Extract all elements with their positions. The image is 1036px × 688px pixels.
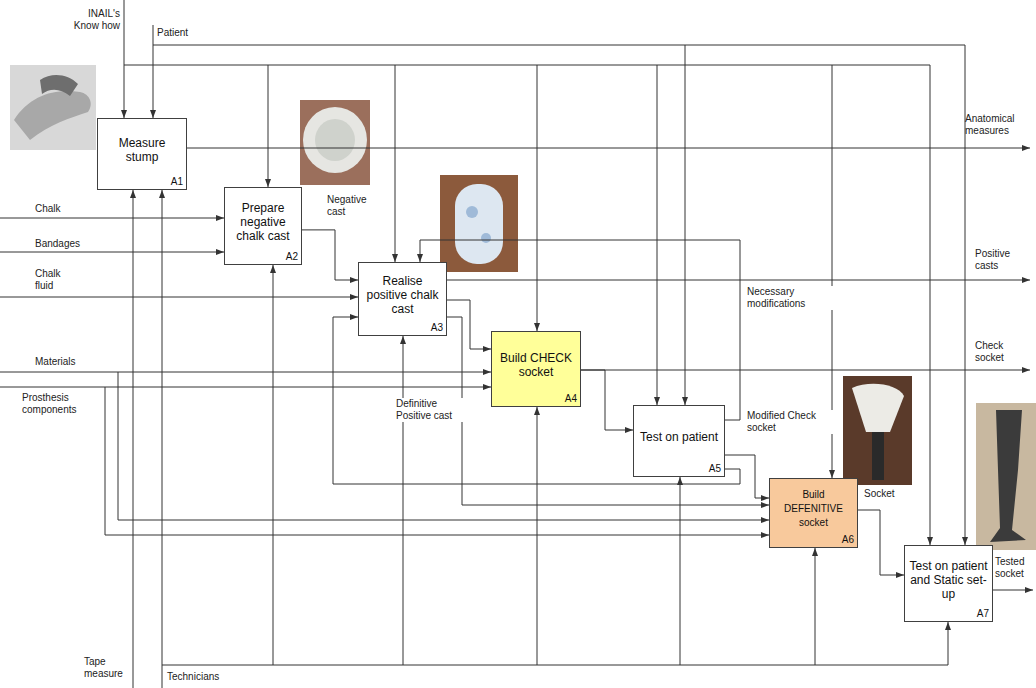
control-arrow xyxy=(395,65,396,262)
process-box: Prepare negative chalk castA2 xyxy=(224,187,302,265)
arrow-label: Materials xyxy=(35,356,95,368)
connector-label: Necessary modifications xyxy=(745,286,833,310)
flow-arrow xyxy=(447,300,491,349)
connector-label: Definitive Positive cast xyxy=(394,398,464,422)
dish-hollow xyxy=(315,119,355,161)
input-arrow xyxy=(105,387,769,535)
leg-shape xyxy=(990,410,1026,542)
stump-photo xyxy=(10,65,96,150)
flow-arrow xyxy=(302,230,358,280)
arrow-label: Check socket xyxy=(975,340,1031,364)
flow-arrow xyxy=(725,455,769,498)
control-arrow xyxy=(537,65,538,331)
arrow-label: Technicians xyxy=(167,671,237,683)
connector-label: Socket xyxy=(862,488,910,500)
output-arrow xyxy=(993,590,1033,591)
hand-shape xyxy=(40,75,78,96)
control-arrow xyxy=(657,65,658,405)
input-arrow xyxy=(0,387,491,388)
socket-shape xyxy=(852,384,904,432)
process-box: Test on patient and Static set-upA7 xyxy=(904,545,993,622)
photo-ground xyxy=(440,175,518,272)
control-arrow xyxy=(153,45,965,545)
arrow-label: Prosthesis components xyxy=(22,392,102,416)
activity-number: A5 xyxy=(709,463,721,475)
photo-ground xyxy=(300,100,370,185)
connector-label: Negative cast xyxy=(325,194,381,218)
activity-number: A1 xyxy=(171,176,183,188)
control-arrow xyxy=(153,25,154,118)
connector-label: Modified Check socket xyxy=(745,410,833,434)
activity-number: A2 xyxy=(286,251,298,263)
activity-number: A3 xyxy=(431,322,443,334)
mechanism-arrow xyxy=(162,190,163,688)
prosthesis-leg-photo xyxy=(976,403,1036,550)
arrow-label: Chalk xyxy=(35,203,95,215)
process-box: Realise positive chalk castA3 xyxy=(358,262,447,336)
process-label: Realise positive chalk cast xyxy=(359,272,446,326)
process-box: Measure stumpA1 xyxy=(97,118,187,190)
arrow-label: Bandages xyxy=(35,238,95,250)
control-arrow xyxy=(124,65,930,545)
photo-ground xyxy=(10,65,96,150)
process-label: Measure stump xyxy=(98,134,186,174)
arrow-label: Anatomical measures xyxy=(965,113,1031,137)
process-box: Test on patientA5 xyxy=(633,405,725,477)
mechanism-arrow xyxy=(537,407,538,665)
activity-number: A7 xyxy=(977,608,989,620)
photo-ground xyxy=(843,376,912,485)
output-arrow xyxy=(187,148,1030,149)
socket-photo xyxy=(843,376,912,485)
dish-shape xyxy=(303,107,367,173)
process-label: Test on patient and Static set-up xyxy=(905,557,992,611)
process-box: Build CHECK socketA4 xyxy=(491,331,581,407)
control-arrow xyxy=(685,45,686,405)
flow-arrow xyxy=(581,370,633,430)
arrow-label: Tested socket xyxy=(995,556,1035,580)
arrow-label: Chalk fluid xyxy=(35,268,75,292)
input-arrow xyxy=(118,372,769,520)
flow-arrow xyxy=(333,317,740,484)
stump-shape xyxy=(14,91,91,140)
cast-shape xyxy=(455,184,503,264)
activity-number: A4 xyxy=(565,393,577,405)
flow-arrow xyxy=(858,510,904,575)
mechanism-arrow xyxy=(162,622,948,665)
mechanism-arrow xyxy=(133,190,134,688)
arrow-label: Tape measure xyxy=(84,656,130,680)
pylon-shape xyxy=(872,432,884,480)
activity-number: A6 xyxy=(842,534,854,546)
input-arrow xyxy=(0,297,358,298)
process-label: Build CHECK socket xyxy=(492,349,580,389)
output-arrow xyxy=(447,280,1030,281)
input-arrow xyxy=(0,218,224,219)
arrow-label: INAIL's Know how xyxy=(70,8,120,32)
mechanism-arrow xyxy=(273,265,274,665)
process-label: Build DEFENITIVE socket xyxy=(770,486,857,540)
negative-cast-photo xyxy=(300,100,370,185)
input-arrow xyxy=(0,372,491,373)
control-arrow xyxy=(124,0,125,118)
process-box: Build DEFENITIVE socketA6 xyxy=(769,478,858,548)
control-arrow xyxy=(268,65,269,187)
input-arrow xyxy=(0,252,224,253)
arrow-label: Positive casts xyxy=(975,248,1031,272)
photo-ground xyxy=(976,403,1036,550)
cast-spot xyxy=(466,206,478,218)
arrow-label: Patient xyxy=(157,27,217,39)
mechanism-arrow xyxy=(815,548,816,665)
process-label: Prepare negative chalk cast xyxy=(225,199,301,253)
flow-arrow xyxy=(420,240,740,420)
process-label: Test on patient xyxy=(636,428,722,454)
mechanism-arrow xyxy=(403,336,404,665)
output-arrow xyxy=(581,370,1030,371)
flow-arrow xyxy=(447,317,769,505)
positive-cast-photo xyxy=(440,175,518,272)
cast-spot xyxy=(481,233,491,243)
